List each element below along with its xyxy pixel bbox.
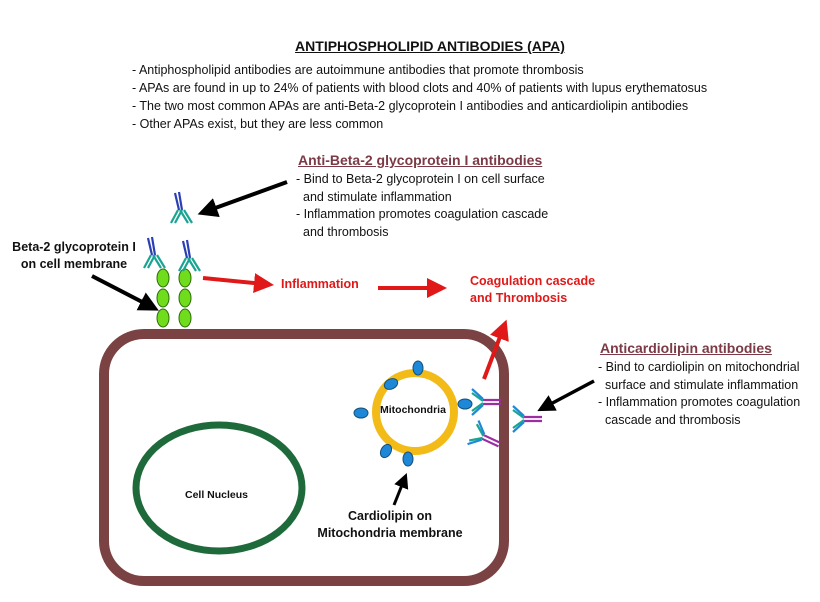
page-title: ANTIPHOSPHOLIPID ANTIBODIES (APA): [295, 38, 565, 54]
arrow-mito-to-coagulation: [482, 319, 509, 380]
arrow-to-beta2-glycoprotein: [91, 274, 159, 311]
intro-line-4: - Other APAs exist, but they are less co…: [132, 117, 384, 131]
beta2-bullet-1-cont: and stimulate inflammation: [303, 189, 452, 204]
bound-anticardiolipin-antibody-top: [470, 387, 503, 417]
arrow-to-inflammation: [202, 273, 274, 293]
acl-bullet-2: - Inflammation promotes coagulation: [598, 395, 801, 409]
bound-beta2-antibody-left: [142, 235, 167, 270]
acl-section-heading: Anticardiolipin antibodies: [600, 340, 772, 356]
intro-line-2: - APAs are found in up to 24% of patient…: [132, 81, 708, 95]
beta2-membrane-label: Beta-2 glycoprotein I on cell membrane: [12, 240, 136, 271]
beta2-section-bullets: - Bind to Beta-2 glycoprotein I on cell …: [296, 171, 548, 241]
bound-beta2-antibody-right: [177, 238, 202, 273]
cardiolipin-label: Cardiolipin on Mitochondria membrane: [317, 509, 463, 540]
acl-bullet-2-cont: cascade and thrombosis: [605, 412, 741, 427]
cell-nucleus: [132, 421, 306, 555]
cell-membrane: [99, 329, 509, 586]
nucleus-label: Cell Nucleus: [185, 489, 249, 501]
intro-line-1: - Antiphospholipid antibodies are autoim…: [132, 63, 584, 77]
coagulation-label: Coagulation cascade and Thrombosis: [470, 274, 596, 305]
acl-bullet-1: - Bind to cardiolipin on mitochondrial: [598, 360, 800, 374]
arrow-to-free-beta2-antibody: [197, 180, 288, 217]
intro-line-3: - The two most common APAs are anti-Beta…: [132, 99, 689, 113]
acl-section-bullets: - Bind to cardiolipin on mitochondrial s…: [598, 359, 800, 429]
beta2-bullet-2: - Inflammation promotes coagulation casc…: [296, 207, 549, 221]
beta2-bullet-2-cont: and thrombosis: [303, 224, 389, 239]
mitochondria-label: Mitochondria: [380, 404, 446, 416]
beta2-section-heading: Anti-Beta-2 glycoprotein I antibodies: [298, 152, 543, 168]
free-anticardiolipin-antibody: [511, 404, 544, 434]
beta2-bullet-1: - Bind to Beta-2 glycoprotein I on cell …: [296, 172, 545, 186]
inflammation-label: Inflammation: [281, 277, 359, 291]
free-beta2-antibody: [169, 190, 194, 225]
acl-bullet-1-cont: surface and stimulate inflammation: [605, 377, 799, 392]
arrow-to-free-anticardiolipin-antibody: [537, 379, 595, 412]
beta2-glycoprotein-chains: [156, 268, 192, 328]
arrow-to-cardiolipin: [392, 473, 409, 506]
cardiolipin-molecules: [353, 360, 473, 467]
